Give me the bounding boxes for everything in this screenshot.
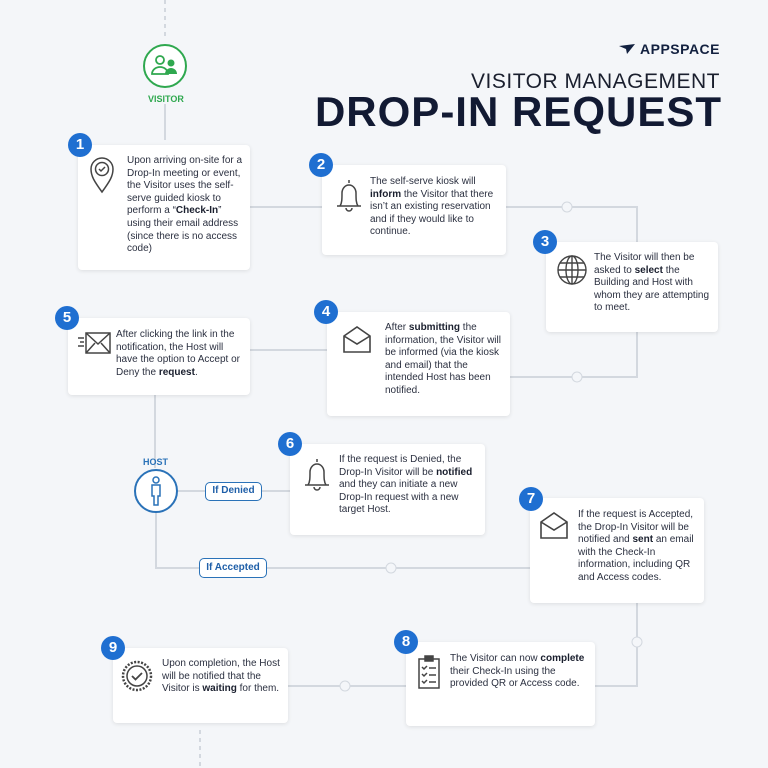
globe-icon xyxy=(557,255,587,285)
appspace-logo: APPSPACE xyxy=(618,41,720,57)
step-3-badge: 3 xyxy=(533,230,557,254)
step-5-card: After clicking the link in the notificat… xyxy=(68,318,250,395)
bell-icon xyxy=(337,180,361,212)
step-8-card: The Visitor can now complete their Check… xyxy=(406,642,595,726)
visitor-label: VISITOR xyxy=(148,94,184,104)
step-4-text: After submitting the information, the Vi… xyxy=(385,322,501,396)
step-1-badge: 1 xyxy=(68,133,92,157)
step-3-text: The Visitor will then be asked to select… xyxy=(594,252,710,314)
step-1-text: Upon arriving on-site for a Drop-In meet… xyxy=(127,155,243,255)
if-denied-label: If Denied xyxy=(205,482,262,501)
step-2-badge: 2 xyxy=(309,153,333,177)
step-5-badge: 5 xyxy=(55,306,79,330)
step-9-text: Upon completion, the Host will be notifi… xyxy=(162,658,280,695)
step-8-badge: 8 xyxy=(394,630,418,654)
appspace-logo-icon xyxy=(619,44,636,54)
page-title: DROP-IN REQUEST xyxy=(314,88,722,135)
brand-name: APPSPACE xyxy=(640,41,720,57)
visitor-icon xyxy=(143,44,187,88)
step-5-text: After clicking the link in the notificat… xyxy=(116,329,240,378)
location-check-icon xyxy=(90,157,114,194)
bell-icon xyxy=(305,459,329,491)
step-6-badge: 6 xyxy=(278,432,302,456)
step-7-text: If the request is Accepted, the Drop-In … xyxy=(578,509,694,583)
check-seal-icon xyxy=(121,660,153,692)
step-2-text: The self-serve kiosk will inform the Vis… xyxy=(370,176,494,238)
step-4-badge: 4 xyxy=(314,300,338,324)
step-4-card: After submitting the information, the Vi… xyxy=(327,312,510,416)
fast-mail-icon xyxy=(78,332,111,354)
step-7-card: If the request is Accepted, the Drop-In … xyxy=(530,498,704,603)
open-envelope-icon xyxy=(343,326,371,353)
step-6-text: If the request is Denied, the Drop-In Vi… xyxy=(339,454,473,516)
step-9-card: Upon completion, the Host will be notifi… xyxy=(113,648,288,723)
step-3-card: The Visitor will then be asked to select… xyxy=(546,242,718,332)
step-2-card: The self-serve kiosk will inform the Vis… xyxy=(322,165,506,255)
step-7-badge: 7 xyxy=(519,487,543,511)
host-label: HOST xyxy=(143,457,169,467)
host-icon xyxy=(134,469,178,513)
clipboard-checklist-icon xyxy=(418,655,440,689)
if-accepted-label: If Accepted xyxy=(199,558,267,578)
open-envelope-icon xyxy=(540,512,568,539)
step-6-card: If the request is Denied, the Drop-In Vi… xyxy=(290,444,485,535)
step-9-badge: 9 xyxy=(101,636,125,660)
step-8-text: The Visitor can now complete their Check… xyxy=(450,653,585,690)
step-1-card: Upon arriving on-site for a Drop-In meet… xyxy=(78,145,250,270)
page-subtitle: VISITOR MANAGEMENT xyxy=(471,70,720,93)
